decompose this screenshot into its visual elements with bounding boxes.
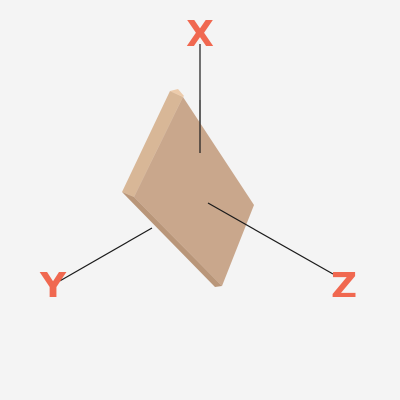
slab-top-corner-face: [170, 89, 184, 97]
z-axis-line: [207, 202, 334, 275]
y-label-mask: [30, 297, 80, 317]
slab-front-face: [134, 97, 254, 286]
slab-bottom-edge-face: [122, 192, 222, 287]
slab: [122, 89, 254, 287]
x-axis-label: X: [186, 14, 214, 55]
slab-left-edge-face: [122, 91, 183, 197]
y-axis-line: [57, 227, 153, 283]
z-label-mask: [320, 297, 370, 317]
